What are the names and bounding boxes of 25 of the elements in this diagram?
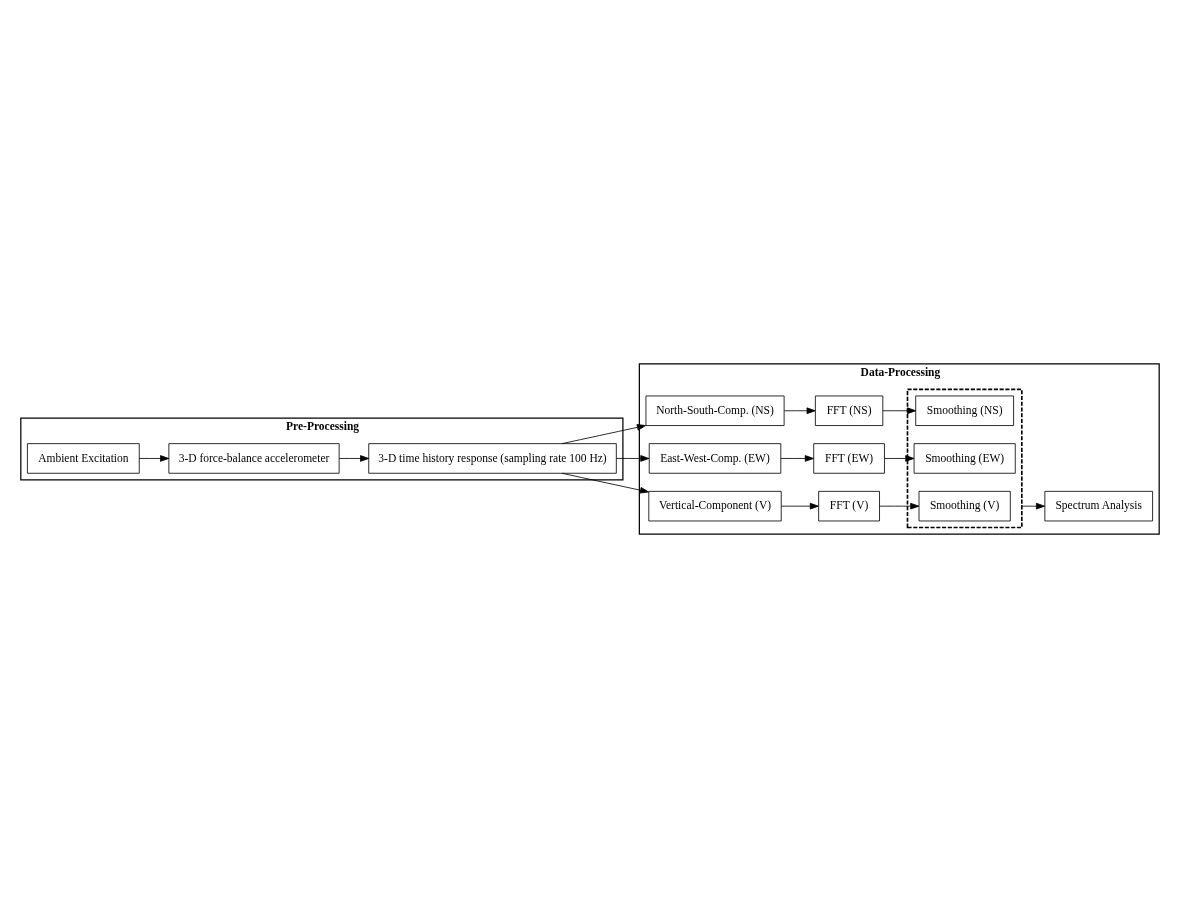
node-box: Spectrum Analysis <box>1044 490 1153 522</box>
arrow <box>561 424 646 445</box>
node-box: FFT (EW) <box>813 443 885 474</box>
node-box: East-West-Comp. (EW) <box>648 443 782 474</box>
arrow <box>879 502 920 510</box>
node-box: 3-D force-balance accelerometer <box>168 443 340 474</box>
arrow <box>561 472 649 494</box>
node-box: 3-D time history response (sampling rate 100 Hz) <box>368 443 617 474</box>
node-box: Smoothing (NS) <box>915 395 1014 426</box>
arrow <box>615 455 650 462</box>
node-box: North-South-Comp. (NS) <box>645 395 785 426</box>
arrow <box>780 502 819 510</box>
arrow <box>882 407 917 415</box>
node-box: FFT (V) <box>818 490 880 522</box>
node-box: Smoothing (V) <box>918 490 1011 522</box>
arrow <box>338 455 370 462</box>
node-box: Smoothing (EW) <box>913 443 1016 474</box>
arrow <box>780 455 814 462</box>
arrow <box>884 455 915 462</box>
arrow <box>783 407 816 415</box>
arrow <box>138 455 170 462</box>
arrow <box>1021 502 1046 510</box>
node-box: Ambient Excitation <box>27 443 140 474</box>
node-box: FFT (NS) <box>814 395 884 426</box>
node-box: Vertical-Component (V) <box>648 490 782 522</box>
